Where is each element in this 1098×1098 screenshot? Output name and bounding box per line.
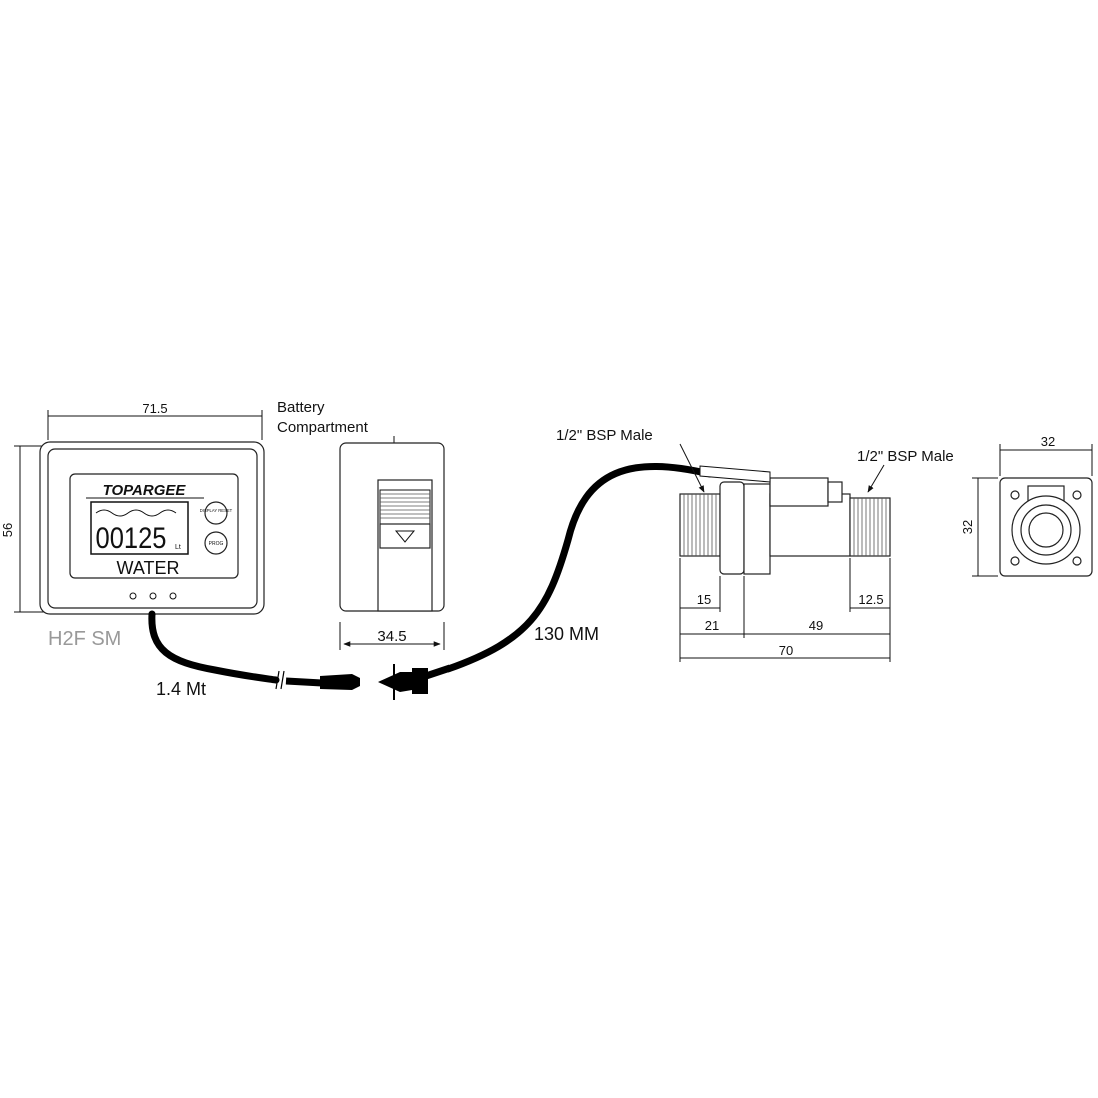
- display-reset-label: DISPLAY RESET: [200, 508, 233, 513]
- cable-break-mark: [280, 670, 285, 690]
- flow-sensor: 1/2" BSP Male 1/2" BSP Male: [556, 427, 954, 662]
- battery-label-line1: Battery: [277, 399, 325, 416]
- display-cable: [148, 610, 280, 684]
- sensor-cable-length: 130 MM: [534, 624, 599, 644]
- outlet-thread-ridges: [853, 498, 887, 556]
- sensor-flange: [719, 481, 745, 575]
- mounting-hole: [1010, 490, 1020, 500]
- prog-button-label: PROG: [209, 541, 224, 547]
- mounting-hole: [1072, 490, 1082, 500]
- display-width-label: 71.5: [142, 401, 167, 416]
- thread-label-left: 1/2" BSP Male: [556, 427, 653, 444]
- thread-label-right: 1/2" BSP Male: [857, 448, 954, 465]
- display-height-label: 56: [0, 523, 15, 537]
- total-length: 70: [779, 643, 793, 658]
- battery-cover-grip: [379, 489, 431, 525]
- sensor-end-view: 32 32: [960, 434, 1093, 577]
- hall-sensor-housing: [769, 477, 829, 507]
- thread-left-leader: [679, 443, 705, 493]
- battery-label-line2: Compartment: [277, 419, 369, 436]
- led-indicator: [149, 592, 157, 600]
- mounting-hole: [1072, 556, 1082, 566]
- back-width-label: 34.5: [377, 628, 406, 645]
- lcd-wave-decoration: [95, 509, 177, 517]
- cable-assembly: 1.4 Mt 130 MM: [148, 462, 714, 700]
- end-height-label: 32: [960, 520, 975, 534]
- display-back-view: Battery Compartment 34.5: [277, 399, 445, 650]
- model-name: H2F SM: [48, 628, 121, 650]
- inlet-thread-ridges: [683, 494, 717, 556]
- display-unit: 71.5 56 TOPARGEE 00125 Lt DISPLAY RESET …: [0, 401, 265, 650]
- led-indicator: [129, 592, 137, 600]
- open-direction-arrow-icon: [394, 530, 416, 543]
- thread-right-leader: [867, 464, 885, 493]
- display-cable-length: 1.4 Mt: [156, 679, 206, 699]
- sensor-cable: [444, 462, 714, 673]
- end-width-label: 32: [1041, 434, 1055, 449]
- hall-sensor-cap: [827, 481, 843, 503]
- offset-length: 21: [705, 618, 719, 633]
- cable-gland: [699, 465, 771, 483]
- thread-left-length: 15: [697, 592, 711, 607]
- medium-label: WATER: [117, 558, 180, 578]
- connector-male-icon: [378, 668, 428, 694]
- prog-button[interactable]: [204, 531, 228, 555]
- display-cable-end: [285, 677, 323, 687]
- connector-female-icon: [320, 674, 360, 690]
- pipe-bore: [1028, 512, 1064, 548]
- display-reset-button[interactable]: [204, 501, 228, 525]
- sensor-housing: [743, 483, 771, 575]
- cable-break-mark: [275, 670, 280, 690]
- lcd-unit: Lt: [175, 544, 181, 551]
- led-indicator: [169, 592, 177, 600]
- thread-right-length: 12.5: [858, 592, 883, 607]
- body-length: 49: [809, 618, 823, 633]
- brand-logo: TOPARGEE: [103, 482, 187, 499]
- mounting-hole: [1010, 556, 1020, 566]
- lcd-counter: 00125: [96, 521, 167, 554]
